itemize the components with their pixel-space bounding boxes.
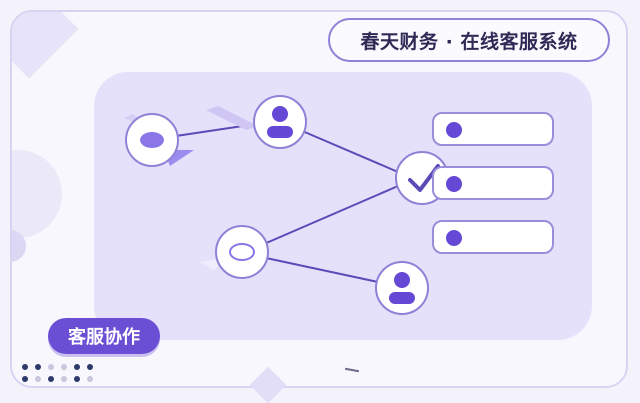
decor-circle-small — [12, 230, 26, 262]
page-title: 春天财务 · 在线客服系统 — [328, 18, 610, 62]
collaboration-tag: 客服协作 — [48, 318, 160, 354]
connector-line — [299, 129, 399, 173]
collaboration-tag-label: 客服协作 — [68, 327, 140, 348]
field-2[interactable] — [432, 166, 554, 200]
field-3[interactable] — [432, 220, 554, 254]
chat-bubble-icon — [140, 132, 164, 148]
decor-dots — [22, 364, 102, 388]
bullet-icon — [446, 122, 462, 138]
agent-node-bottom[interactable] — [375, 261, 429, 315]
chat-bubble-node-2[interactable] — [200, 225, 269, 279]
page-title-text: 春天财务 · 在线客服系统 — [360, 30, 578, 53]
connector-line — [263, 185, 399, 245]
chat-bubble-outline-icon — [229, 243, 255, 261]
connector-line — [265, 257, 379, 283]
bullet-icon — [446, 230, 462, 246]
decor-stroke — [206, 106, 258, 130]
field-1[interactable] — [432, 112, 554, 146]
user-icon — [389, 272, 415, 304]
agent-node-top[interactable] — [253, 95, 307, 149]
bullet-icon — [446, 176, 462, 192]
chat-bubble-node[interactable] — [125, 113, 194, 167]
user-icon — [267, 106, 293, 138]
